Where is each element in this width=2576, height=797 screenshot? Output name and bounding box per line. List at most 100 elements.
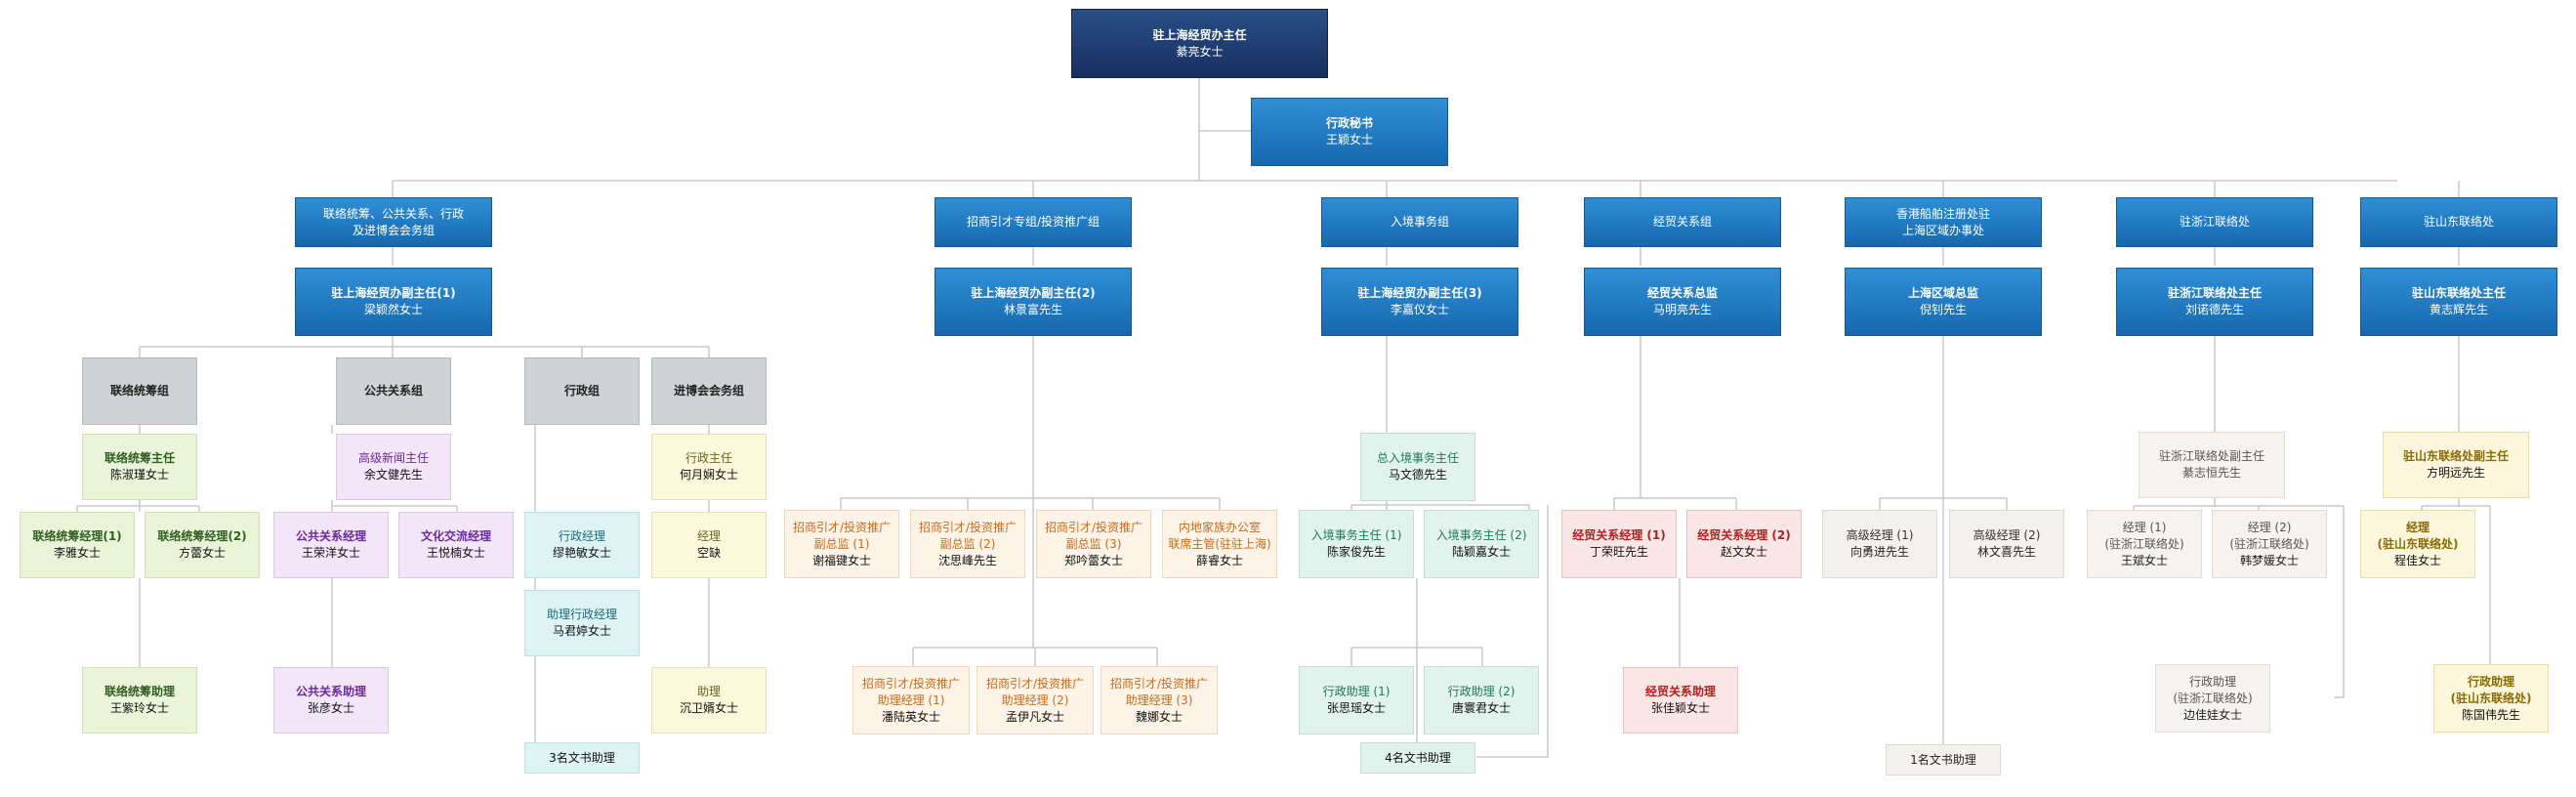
dept-head-title: 经贸关系总监 [1646,286,1718,300]
dept-shandong-head-box: 驻山东联络处主任 黄志辉先生 [2360,268,2557,336]
dept-zhejiang-title: 驻浙江联络处 [2179,215,2250,229]
role-title: 经贸关系经理 (2) [1697,528,1791,542]
group-label: 进博会会务组 [673,384,744,398]
dept-invest-head-box: 驻上海经贸办副主任(2) 林景富先生 [935,268,1132,336]
invest-director-3-box: 招商引才/投资推广 副总监 (3) 郑吟蕾女士 [1036,510,1151,578]
role-title: 助理经理 (1) [877,692,945,707]
role-title: 招商引才/投资推广 [1044,520,1143,534]
person-name: 马文德先生 [1388,468,1447,482]
immigration-assistant-1-box: 行政助理 (1) 张思瑶女士 [1299,666,1414,734]
dept-head-title: 驻浙江联络处主任 [2167,286,2262,300]
person-name: 林文喜先生 [1976,545,2036,559]
person-name: 陈淑瑾女士 [109,468,169,482]
role-title: 总入境事务主任 [1376,451,1459,465]
immigration-assistant-2-box: 行政助理 (2) 唐寰君女士 [1424,666,1539,734]
person-name: 孟伊凡女士 [1005,709,1064,724]
person-name: 张思瑶女士 [1326,701,1386,715]
role-title: (驻山东联络处) [2377,536,2459,551]
pr-assistant-box: 公共关系助理 张彦女士 [273,667,389,734]
director-name: 綦亮女士 [1176,44,1224,59]
invest-director-1-box: 招商引才/投资推广 副总监 (1) 谢福键女士 [784,510,899,578]
person-name: 陆颖嘉女士 [1451,545,1511,559]
dept-immigration-box: 入境事务组 [1321,197,1518,247]
role-title: 行政主任 [685,451,732,465]
role-title: 入境事务主任 (2) [1435,528,1527,542]
group-label: 联络统筹组 [109,384,169,398]
role-title: 经理 [696,529,721,543]
dept-trade-box: 经贸关系组 [1584,197,1781,247]
role-title: 内地家族办公室 [1178,520,1261,534]
person-name: 谢福键女士 [811,553,871,567]
dept-head-title: 驻山东联络处主任 [2411,286,2506,300]
person-name: 何月娴女士 [679,468,738,482]
dept-trade-head-box: 经贸关系总监 马明亮先生 [1584,268,1781,336]
dept-head-name: 黄志辉先生 [2429,303,2488,316]
invest-assistant-manager-2-box: 招商引才/投资推广 助理经理 (2) 孟伊凡女士 [976,666,1094,734]
person-name: 唐寰君女士 [1451,701,1511,715]
dept-head-title: 驻上海经贸办副主任(3) [1357,286,1482,300]
dept-marine-box: 香港船舶注册处驻 上海区域办事处 [1845,197,2042,247]
dept-head-name: 李嘉仪女士 [1390,303,1449,316]
group-expo-box: 进博会会务组 [651,357,767,425]
trade-manager-1-box: 经贸关系经理 (1) 丁荣旺先生 [1561,510,1677,578]
role-title: (驻浙江联络处) [2104,536,2184,551]
role-title: 行政助理 [2467,674,2514,689]
trade-manager-2-box: 经贸关系经理 (2) 赵文女士 [1686,510,1802,578]
role-title: 招商引才/投资推广 [985,676,1085,691]
role-title: 联络统筹主任 [104,451,175,465]
role-title: 行政助理 (1) [1322,685,1391,698]
role-title: 助理经理 (2) [1001,692,1069,707]
group-liaison-box: 联络统筹组 [82,357,197,425]
person-name: 马君婷女士 [552,624,611,638]
role-title: 招商引才/投资推广 [918,520,1018,534]
person-name: 潘陆英女士 [881,709,940,724]
person-name: 空缺 [696,546,721,560]
role-title: 经理 (1) [2122,520,2167,534]
dept-head-name: 马明亮先生 [1652,303,1712,316]
role-title: 驻浙江联络处副主任 [2158,449,2264,463]
role-title: 招商引才/投资推广 [1109,676,1209,691]
role-title: 助理 [696,685,721,698]
expo-assistant-box: 助理 沉卫婿女士 [651,667,767,734]
zhejiang-assistant-box: 行政助理 (驻浙江联络处) 边佳娃女士 [2155,664,2270,733]
role-title: (驻浙江联络处) [2229,536,2309,551]
pr-manager1-box: 公共关系经理 王荣洋女士 [273,512,389,578]
person-name: 张佳颖女士 [1650,701,1710,715]
admin-clerks-note: 3名文书助理 [524,742,640,774]
role-title: 联席主管(驻驻上海) [1168,536,1271,551]
liaison-manager1-box: 联络统筹经理(1) 李雅女士 [20,512,135,578]
role-title: 公共关系助理 [295,685,366,698]
marine-manager-1-box: 高级经理 (1) 向勇进先生 [1822,510,1937,578]
invest-family-office-box: 内地家族办公室 联席主管(驻驻上海) 薛睿女士 [1162,510,1277,578]
secretary-box: 行政秘书 王颖女士 [1251,98,1448,166]
dept-head-title: 上海区域总监 [1907,286,1978,300]
group-label: 行政组 [563,384,600,398]
liaison-assistant-box: 联络统筹助理 王紫玲女士 [82,667,197,734]
liaison-head-box: 联络统筹主任 陈淑瑾女士 [82,434,197,500]
expo-manager-box: 经理 空缺 [651,512,767,578]
group-admin-box: 行政组 [524,357,640,425]
trade-assistant-box: 经贸关系助理 张佳颖女士 [1623,667,1738,734]
person-name: 丁荣旺先生 [1589,545,1648,559]
dept-head-title: 驻上海经贸办副主任(1) [331,286,456,300]
group-label: 公共关系组 [363,384,423,398]
role-title: 行政经理 [558,529,605,543]
liaison-manager2-box: 联络统筹经理(2) 方蕾女士 [145,512,260,578]
role-title: 经理 (2) [2247,520,2292,534]
dept-liaison-head-box: 驻上海经贸办副主任(1) 梁颖然女士 [295,268,492,336]
dept-head-name: 刘诺德先生 [2184,303,2244,316]
immigration-clerks-note: 4名文书助理 [1360,742,1475,774]
person-name: 王斌女士 [2120,553,2168,567]
dept-shandong-box: 驻山东联络处 [2360,197,2557,247]
person-name: 魏娜女士 [1135,709,1183,724]
invest-assistant-manager-3-box: 招商引才/投资推广 助理经理 (3) 魏娜女士 [1101,666,1218,734]
person-name: 赵文女士 [1720,545,1767,559]
person-name: 方蕾女士 [178,546,226,560]
note-text: 3名文书助理 [549,750,615,765]
dept-immigration-head-box: 驻上海经贸办副主任(3) 李嘉仪女士 [1321,268,1518,336]
immigration-officer-1-box: 入境事务主任 (1) 陈家俊先生 [1299,510,1414,578]
person-name: 余文健先生 [363,468,423,482]
immigration-head-box: 总入境事务主任 马文德先生 [1360,433,1475,501]
person-name: 向勇进先生 [1849,545,1909,559]
